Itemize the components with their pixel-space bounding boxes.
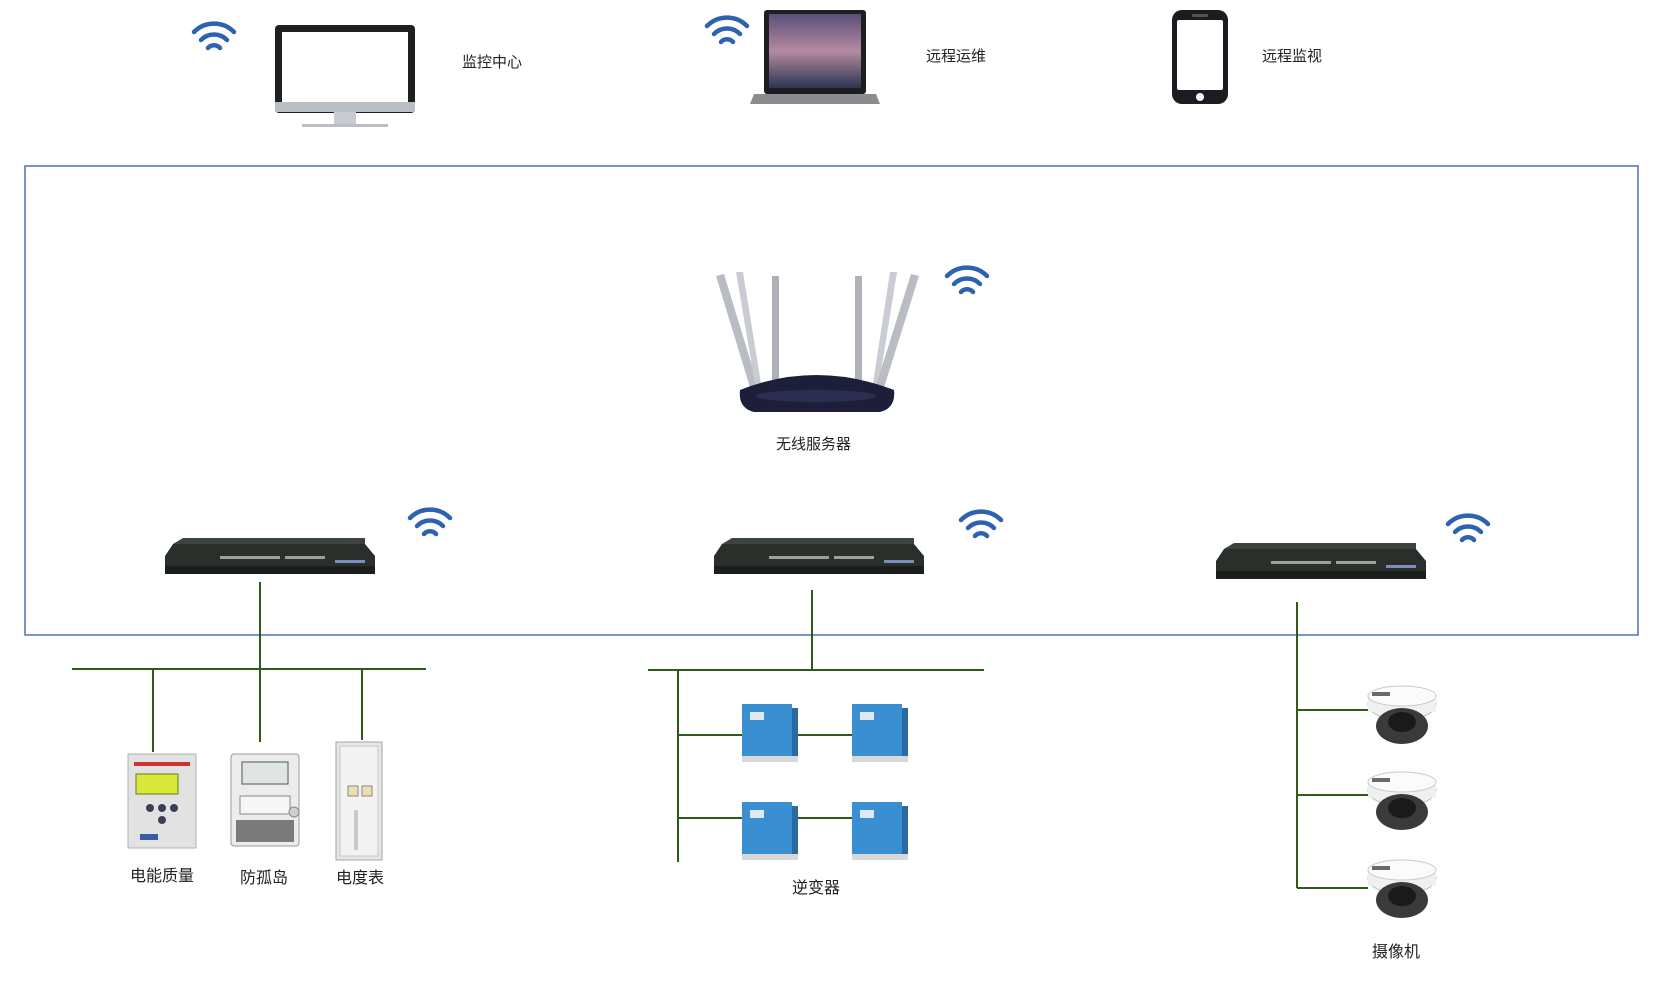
- inverter-label: 逆变器: [792, 878, 840, 897]
- wifi-icon-gateway-middle: [961, 512, 1001, 536]
- power-quality-label: 电能质量: [130, 866, 194, 885]
- router-icon[interactable]: [716, 272, 919, 412]
- energy-meter-cabinet-icon[interactable]: [335, 741, 383, 861]
- network-frame: [24, 165, 1639, 636]
- phone-icon[interactable]: [1172, 10, 1228, 104]
- monitor-label: 监控中心: [462, 53, 522, 71]
- dome-camera-icon[interactable]: [1367, 771, 1437, 831]
- meter-label: 电度表: [336, 868, 384, 887]
- dome-camera-icon[interactable]: [1367, 859, 1437, 919]
- inverter-icon[interactable]: [742, 704, 798, 762]
- anti-islanding-device-icon[interactable]: [230, 753, 300, 847]
- wiring-left: [72, 582, 426, 752]
- monitor-icon[interactable]: [275, 25, 415, 127]
- wifi-icon-laptop: [707, 18, 747, 42]
- gateway-icon-right[interactable]: [1216, 543, 1426, 579]
- power-quality-device-icon[interactable]: [127, 753, 197, 849]
- wifi-icon-monitor: [194, 24, 234, 48]
- wifi-icon-gateway-left: [410, 510, 450, 534]
- wiring-right: [1296, 602, 1368, 889]
- inverter-icon[interactable]: [852, 802, 908, 860]
- inverter-icon[interactable]: [742, 802, 798, 860]
- anti-islanding-label: 防孤岛: [240, 868, 288, 887]
- laptop-label: 远程运维: [926, 47, 986, 65]
- camera-label: 摄像机: [1372, 942, 1420, 961]
- dome-camera-icon[interactable]: [1367, 685, 1437, 745]
- gateway-icon-left[interactable]: [165, 538, 375, 574]
- phone-label: 远程监视: [1262, 47, 1322, 65]
- wifi-icon-router: [947, 268, 987, 292]
- inverter-icon[interactable]: [852, 704, 908, 762]
- server-label: 无线服务器: [776, 435, 851, 453]
- laptop-icon[interactable]: [750, 10, 880, 104]
- gateway-icon-middle[interactable]: [714, 538, 924, 574]
- wiring-middle: [648, 590, 984, 862]
- wifi-icon-gateway-right: [1448, 516, 1488, 540]
